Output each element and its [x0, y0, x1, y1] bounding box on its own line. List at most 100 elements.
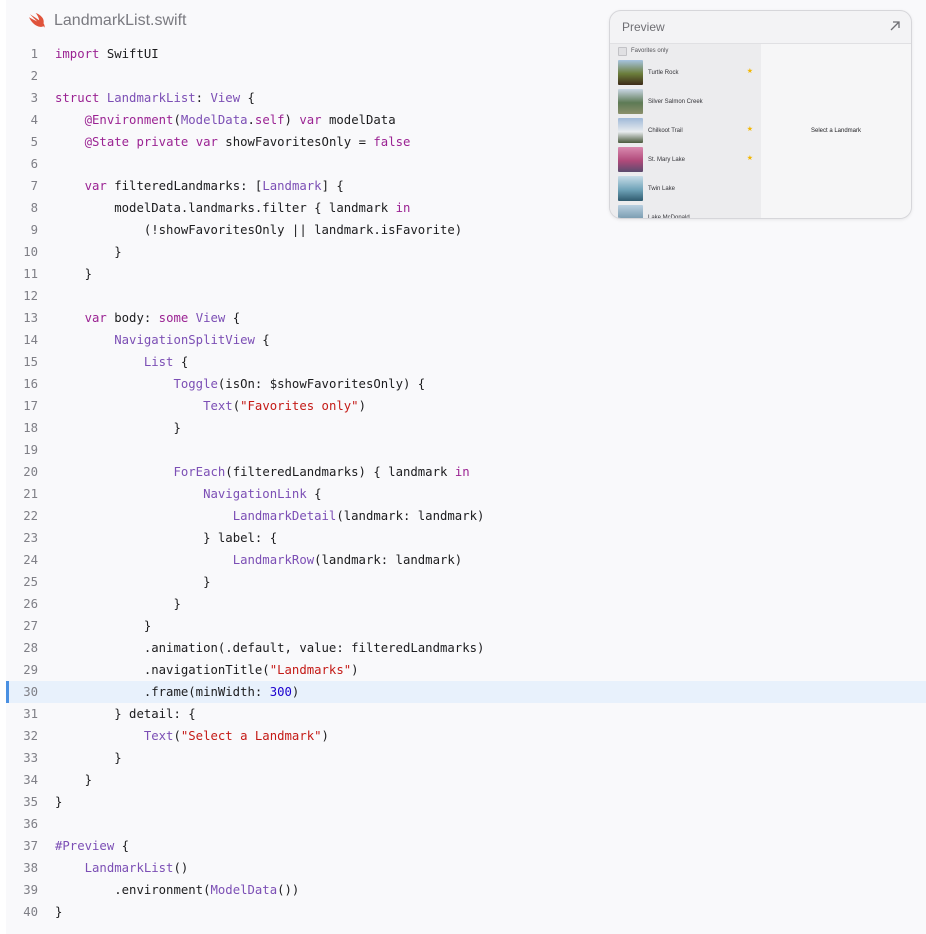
- code-line[interactable]: 25 }: [6, 571, 926, 593]
- code-line[interactable]: 20 ForEach(filteredLandmarks) { landmark…: [6, 461, 926, 483]
- code-line[interactable]: 36: [6, 813, 926, 835]
- code-line[interactable]: 18 }: [6, 417, 926, 439]
- landmark-row[interactable]: St. Mary Lake★: [610, 145, 761, 174]
- code-line[interactable]: 7 var filteredLandmarks: [Landmark] {: [6, 175, 926, 197]
- code-line[interactable]: 21 NavigationLink {: [6, 483, 926, 505]
- line-number: 31: [23, 707, 38, 721]
- landmark-row[interactable]: Silver Salmon Creek: [610, 87, 761, 116]
- code-token: ForEach: [173, 465, 226, 479]
- code-text: }: [55, 901, 62, 923]
- code-line[interactable]: 9 (!showFavoritesOnly || landmark.isFavo…: [6, 219, 926, 241]
- code-text: } detail: {: [55, 703, 196, 725]
- code-line[interactable]: 24 LandmarkRow(landmark: landmark): [6, 549, 926, 571]
- preview-sidebar-list: Favorites only Turtle Rock★ Silver Salmon…: [610, 44, 762, 218]
- code-token: private: [136, 135, 189, 149]
- code-token: .environment(: [114, 883, 211, 897]
- line-number: 12: [23, 289, 38, 303]
- code-line[interactable]: 8 modelData.landmarks.filter { landmark …: [6, 197, 926, 219]
- code-line[interactable]: 4 @Environment(ModelData.self) var model…: [6, 109, 926, 131]
- line-number: 11: [23, 267, 38, 281]
- code-line[interactable]: 40}: [6, 901, 926, 923]
- code-token: [188, 311, 195, 325]
- favorites-checkbox[interactable]: [618, 46, 627, 56]
- code-line[interactable]: 14 NavigationSplitView {: [6, 329, 926, 351]
- landmark-row[interactable]: Chilkoot Trail★: [610, 116, 761, 145]
- code-line[interactable]: 32 Text("Select a Landmark"): [6, 725, 926, 747]
- code-line[interactable]: 10 }: [6, 241, 926, 263]
- landmark-row[interactable]: Lake McDonald: [610, 203, 761, 218]
- code-line[interactable]: 2: [6, 65, 926, 87]
- favorites-toggle[interactable]: Favorites only: [610, 44, 761, 58]
- code-token: .frame(minWidth:: [143, 685, 270, 699]
- code-token: struct: [55, 91, 100, 105]
- code-token: } detail: {: [114, 707, 196, 721]
- code-text: Text("Favorites only"): [55, 395, 366, 417]
- file-name: LandmarkList.swift: [54, 12, 187, 29]
- landmark-thumbnail: [618, 147, 643, 172]
- code-line[interactable]: 34 }: [6, 769, 926, 791]
- line-number: 21: [23, 487, 38, 501]
- code-line[interactable]: 35}: [6, 791, 926, 813]
- code-line[interactable]: 6: [6, 153, 926, 175]
- code-line[interactable]: 29 .navigationTitle("Landmarks"): [6, 659, 926, 681]
- code-line[interactable]: 33 }: [6, 747, 926, 769]
- code-line[interactable]: 30 .frame(minWidth: 300): [6, 681, 926, 703]
- code-line[interactable]: 19: [6, 439, 926, 461]
- landmark-row[interactable]: Turtle Rock★: [610, 58, 761, 87]
- code-line[interactable]: 13 var body: some View {: [6, 307, 926, 329]
- line-number: 20: [23, 465, 38, 479]
- code-token: filteredLandmarks: [: [106, 179, 263, 193]
- landmark-name: Turtle Rock: [648, 69, 679, 76]
- expand-arrow-icon[interactable]: [889, 20, 901, 32]
- line-number: 4: [30, 113, 38, 127]
- code-token: ModelData: [210, 883, 278, 897]
- line-number: 28: [23, 641, 38, 655]
- code-line[interactable]: 28 .animation(.default, value: filteredL…: [6, 637, 926, 659]
- code-token: }: [84, 267, 93, 281]
- code-token: }: [114, 751, 122, 765]
- line-number: 34: [23, 773, 38, 787]
- code-text: }: [55, 417, 180, 439]
- code-token: #Preview: [55, 839, 115, 853]
- code-token: in: [395, 201, 411, 215]
- line-number: 1: [30, 47, 38, 61]
- code-text: }: [55, 791, 62, 813]
- code-line[interactable]: 22 LandmarkDetail(landmark: landmark): [6, 505, 926, 527]
- code-line[interactable]: 31 } detail: {: [6, 703, 926, 725]
- preview-panel: Preview Favorites only Turtle Rock★Silve…: [609, 10, 912, 219]
- code-line[interactable]: 15 List {: [6, 351, 926, 373]
- code-line[interactable]: 27 }: [6, 615, 926, 637]
- landmark-row[interactable]: Twin Lake: [610, 174, 761, 203]
- line-number: 29: [23, 663, 38, 677]
- code-token: ): [291, 685, 300, 699]
- code-text: }: [55, 747, 122, 769]
- code-line[interactable]: 12: [6, 285, 926, 307]
- code-token: var: [84, 311, 107, 325]
- code-line[interactable]: 23 } label: {: [6, 527, 926, 549]
- code-token: LandmarkList: [106, 91, 196, 105]
- code-line[interactable]: 11 }: [6, 263, 926, 285]
- code-token: }: [55, 905, 63, 919]
- code-line[interactable]: 26 }: [6, 593, 926, 615]
- code-text: var body: some View {: [55, 307, 241, 329]
- code-line[interactable]: 16 Toggle(isOn: $showFavoritesOnly) {: [6, 373, 926, 395]
- code-line[interactable]: 5 @State private var showFavoritesOnly =…: [6, 131, 926, 153]
- code-line[interactable]: 37#Preview {: [6, 835, 926, 857]
- code-text: }: [55, 615, 151, 637]
- code-line[interactable]: 17 Text("Favorites only"): [6, 395, 926, 417]
- code-text: Toggle(isOn: $showFavoritesOnly) {: [55, 373, 425, 395]
- code-line[interactable]: 39 .environment(ModelData()): [6, 879, 926, 901]
- landmark-name: Silver Salmon Creek: [648, 98, 703, 105]
- code-text: .frame(minWidth: 300): [55, 681, 299, 703]
- code-line[interactable]: 38 LandmarkList(): [6, 857, 926, 879]
- line-number: 16: [23, 377, 38, 391]
- preview-detail: Select a Landmark: [761, 44, 911, 218]
- line-number: 40: [23, 905, 38, 919]
- code-text: LandmarkList(): [55, 857, 189, 879]
- code-token: List: [143, 355, 174, 369]
- code-text: .navigationTitle("Landmarks"): [55, 659, 359, 681]
- code-token: "Favorites only": [240, 399, 359, 413]
